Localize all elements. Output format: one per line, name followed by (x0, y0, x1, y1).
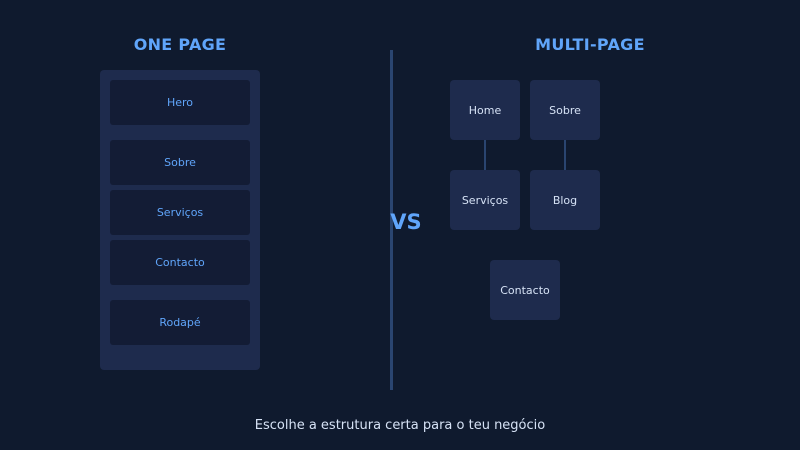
one-page-section-sobre: Sobre (110, 140, 250, 185)
one-page-section-servicos: Serviços (110, 190, 250, 235)
multi-page-heading: MULTI-PAGE (535, 35, 645, 54)
one-page-section-rodape: Rodapé (110, 300, 250, 345)
vs-label: VS (390, 210, 422, 234)
tagline: Escolhe a estrutura certa para o teu neg… (254, 418, 546, 433)
multi-page-home: Home (450, 80, 520, 140)
one-page-heading: ONE PAGE (133, 35, 227, 54)
one-page-section-hero: Hero (110, 80, 250, 125)
one-page-section-contacto: Contacto (110, 240, 250, 285)
multi-page-servicos: Serviços (450, 170, 520, 230)
multi-page-sobre: Sobre (530, 80, 600, 140)
multi-page-contacto: Contacto (490, 260, 560, 320)
vertical-divider (390, 50, 393, 390)
multi-page-blog: Blog (530, 170, 600, 230)
